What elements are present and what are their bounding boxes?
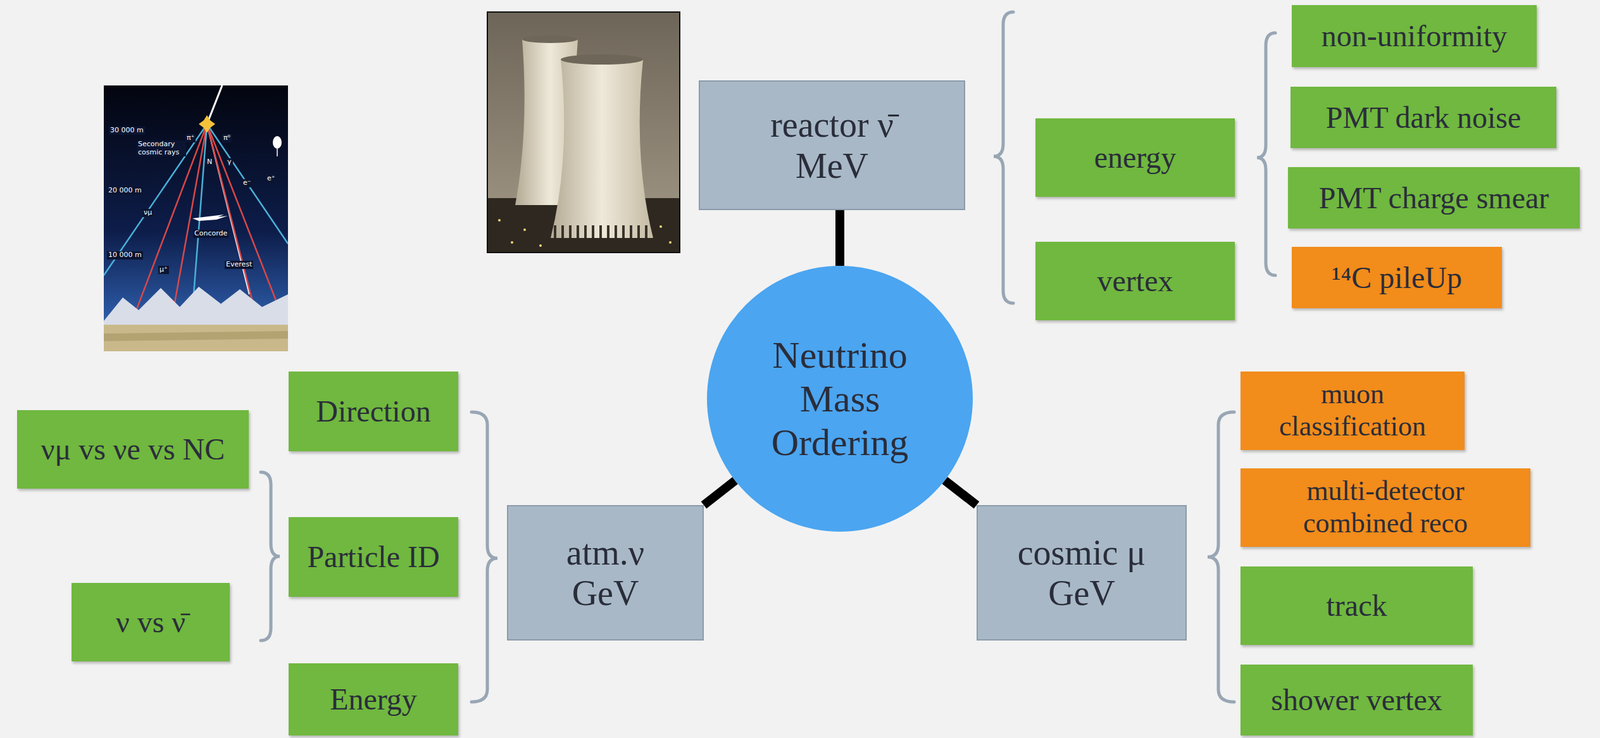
connector (835, 210, 845, 266)
figure-label: π⁺ (185, 134, 196, 143)
bracket (471, 412, 498, 702)
category-box: reactor ν̄MeV (698, 80, 966, 211)
node-text: ν vs ν̄ (115, 604, 186, 640)
category-box: atm.νGeV (506, 505, 704, 641)
task-box: energy (1035, 118, 1235, 197)
figure-label: Secondary cosmic rays (136, 140, 187, 157)
figure-label: Concorde (193, 229, 229, 238)
node-text: νμ vs νe vs NC (41, 431, 225, 467)
node-text: Neutrino Mass Ordering (754, 333, 926, 465)
figure-label: π⁰ (222, 134, 232, 143)
figure-label: 30 000 m (108, 126, 145, 135)
pending-task-box: muon classification (1240, 371, 1465, 450)
node-text: Energy (329, 681, 418, 717)
pending-task-box: ¹⁴C pileUp (1291, 246, 1502, 309)
node-text: track (1326, 587, 1388, 623)
task-box: non-uniformity (1291, 5, 1537, 68)
task-box: Direction (288, 371, 459, 452)
task-box: Particle ID (288, 517, 459, 597)
node-text: cosmic μ (1017, 532, 1147, 573)
task-box: track (1240, 566, 1473, 645)
bracket (993, 12, 1014, 304)
task-box: PMT dark noise (1290, 86, 1557, 149)
figure-label: 20 000 m (106, 186, 144, 195)
node-text: PMT charge smear (1318, 180, 1549, 216)
pending-task-box: multi-detector combined reco (1240, 468, 1531, 547)
cosmic-ray-illustration (103, 85, 288, 352)
node-text: reactor ν̄ (770, 104, 894, 145)
node-text: Particle ID (306, 539, 440, 575)
figure-label: e⁻ (241, 179, 253, 188)
node-text: atm.ν (566, 532, 645, 573)
figure-label: νμ (142, 208, 154, 218)
figure-label: 10 000 m (106, 251, 144, 260)
task-box: νμ vs νe vs NC (17, 410, 249, 489)
figure-label: γ (225, 158, 233, 167)
figure-label: e⁺ (265, 174, 277, 183)
node-text: multi-detector combined reco (1265, 475, 1506, 540)
category-box: cosmic μGeV (976, 505, 1187, 641)
node-text: PMT dark noise (1325, 100, 1521, 135)
node-text: muon classification (1257, 378, 1448, 443)
node-text: MeV (795, 145, 869, 187)
node-text: non-uniformity (1321, 18, 1507, 54)
cooling-towers-photo (486, 11, 681, 254)
node-text: GeV (572, 572, 640, 614)
node-text: ¹⁴C pileUp (1331, 260, 1463, 295)
topic-circle: Neutrino Mass Ordering (706, 265, 973, 532)
task-box: Energy (288, 663, 459, 736)
bracket (260, 472, 280, 641)
task-box: shower vertex (1240, 664, 1473, 736)
bracket (1256, 32, 1276, 276)
node-text: GeV (1048, 572, 1116, 614)
task-box: PMT charge smear (1287, 167, 1580, 229)
node-text: Direction (315, 393, 431, 429)
bracket (1207, 412, 1235, 702)
connector (944, 480, 977, 506)
node-text: shower vertex (1270, 682, 1443, 718)
connector (703, 480, 736, 506)
figure-label: Everest (224, 260, 254, 269)
task-box: ν vs ν̄ (71, 582, 230, 662)
task-box: vertex (1035, 241, 1235, 321)
figure-label: N (205, 158, 214, 167)
node-text: vertex (1097, 263, 1174, 299)
figure-label: μ⁺ (158, 265, 169, 275)
node-text: energy (1094, 139, 1177, 175)
